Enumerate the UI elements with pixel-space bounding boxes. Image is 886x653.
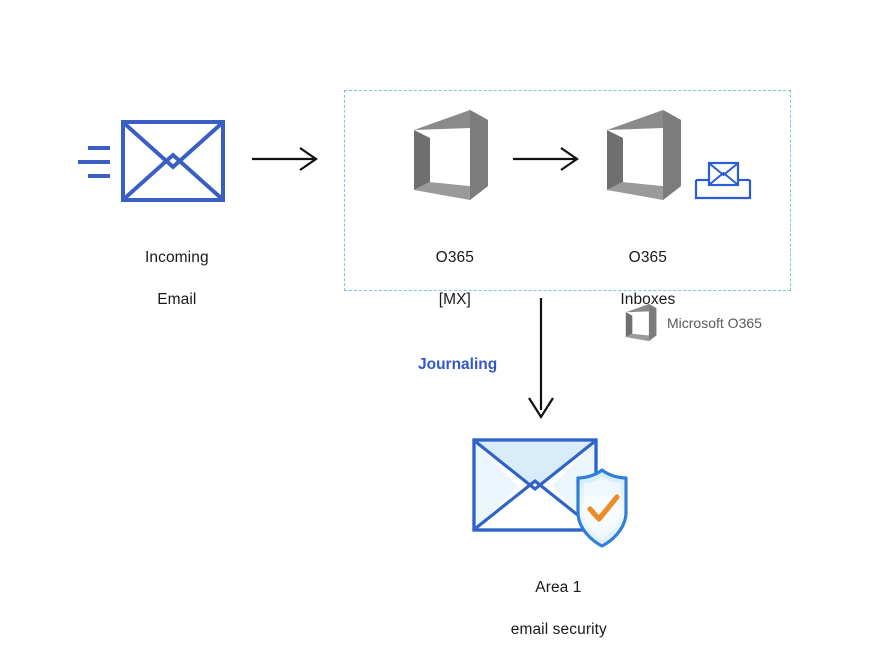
node-area1-email-security-label: Area 1 email security [470,556,630,653]
incoming-email-label-line1: Incoming [144,249,209,266]
arrow-right-icon [252,147,318,171]
o365-inboxes-label-line1: O365 [628,249,667,266]
inbox-tray-envelope-icon [694,161,752,200]
o365-mx-label-line1: O365 [435,249,474,266]
node-o365-inboxes-label: O365 Inboxes [559,226,719,331]
legend-office365-icon-wrap [620,303,658,343]
node-o365-mx[interactable] [400,108,492,204]
office365-cube-icon [607,110,681,200]
legend-label: Microsoft O365 [667,315,762,331]
edge-mx-to-inboxes [513,146,583,172]
node-area1-email-security[interactable] [468,434,632,552]
node-incoming-email[interactable] [72,118,232,210]
envelope-icon [78,120,225,202]
node-o365-mx-label: O365 [MX] [366,226,526,331]
microsoft-o365-boundary-zone [344,90,791,291]
motion-lines [78,146,110,178]
office365-cube-icon [414,110,488,200]
o365-inboxes-label-line2: Inboxes [620,291,676,308]
edge-incoming-to-mx [252,146,322,172]
arrow-down-icon [528,298,554,420]
arrow-right-icon [513,147,579,171]
o365-mx-label-line2: [MX] [438,291,471,308]
edge-inboxes-to-area1 [524,298,558,422]
node-o365-inboxes[interactable] [593,108,685,204]
node-o365-inboxes-badge[interactable] [694,158,754,204]
office365-cube-icon [625,304,657,342]
node-incoming-email-label: Incoming Email [88,226,248,331]
envelope-shield-check-icon [472,438,628,548]
journaling-edge-label: Journaling [418,356,498,373]
area1-label-line2: email security [510,621,607,638]
incoming-email-label-line2: Email [157,291,197,308]
area1-label-line1: Area 1 [535,579,582,596]
